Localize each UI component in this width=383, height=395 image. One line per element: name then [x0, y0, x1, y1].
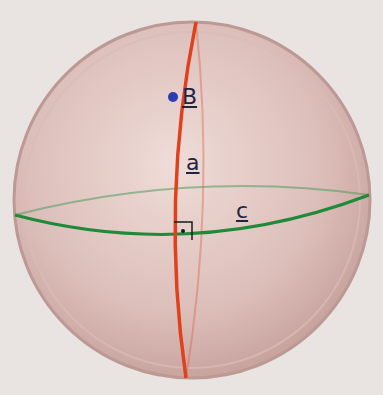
point-label: c [236, 200, 248, 222]
sphere-rim [24, 32, 360, 368]
equator-back [15, 186, 369, 215]
meridian [175, 22, 196, 378]
point-dot [168, 92, 178, 102]
right-angle-mark [174, 222, 192, 240]
point-label: a [186, 152, 199, 174]
right-angle-dot [181, 229, 185, 233]
meridian-back [186, 22, 204, 378]
point-label: B [182, 86, 197, 108]
sphere [14, 22, 370, 378]
